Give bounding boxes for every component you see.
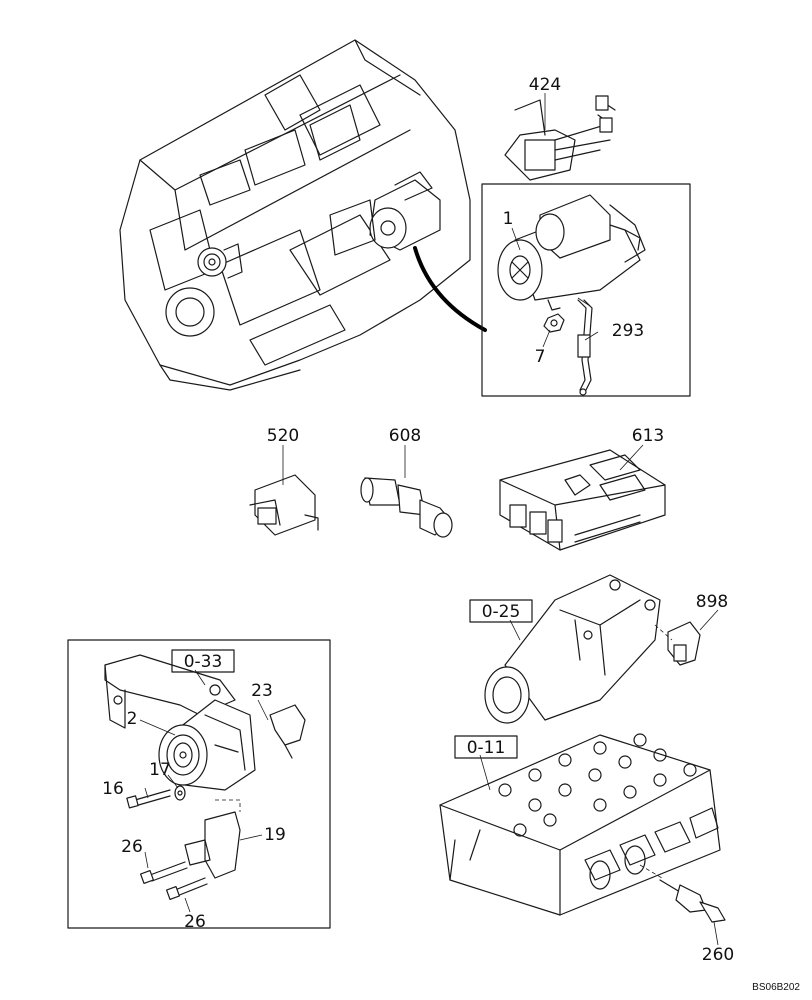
thermostat-housing-illustration	[484, 574, 661, 724]
label-26-upper: 26	[121, 837, 143, 857]
sensor-520-illustration	[249, 474, 319, 536]
washer-17-illustration	[174, 785, 186, 801]
label-293: 293	[612, 321, 644, 341]
ref-label-0-11: 0-11	[467, 738, 506, 758]
relay-424-illustration	[504, 95, 616, 181]
starter-motor-illustration	[497, 194, 646, 311]
ref-label-0-25: 0-25	[482, 602, 521, 622]
bolt-26a-illustration	[139, 861, 188, 885]
label-613: 613	[632, 426, 664, 446]
dashed-guide	[577, 297, 591, 307]
reference-labels: 0-33 0-25 0-11	[171, 599, 533, 759]
bolt-16-illustration	[126, 789, 171, 809]
ref-box-0-11	[454, 735, 518, 759]
label-1: 1	[503, 209, 514, 229]
alternator-illustration	[158, 699, 256, 791]
leader-lines	[139, 93, 719, 946]
label-608: 608	[389, 426, 421, 446]
label-17: 17	[149, 760, 171, 780]
sensor-898-illustration	[667, 621, 701, 666]
dashed-guide-898	[654, 624, 673, 641]
label-19: 19	[264, 825, 286, 845]
ref-label-0-33: 0-33	[184, 652, 223, 672]
alternator-detail-frame	[67, 639, 331, 929]
part-number-labels: 424 1 293 7 520 608 613 898 23 2 17 16 1…	[102, 75, 734, 965]
callout-swoosh-line	[413, 246, 487, 332]
sensor-260-illustration	[659, 879, 726, 923]
bracket-23-illustration	[269, 704, 306, 759]
label-898: 898	[696, 592, 728, 612]
bolt-26b-illustration	[165, 877, 208, 901]
ref-box-0-33	[171, 649, 235, 673]
ref-box-0-25	[469, 599, 533, 623]
cable-illustration	[577, 299, 593, 396]
label-424: 424	[529, 75, 561, 95]
drawing-code: BS06B202	[752, 982, 800, 993]
ecu-613-illustration	[499, 449, 666, 551]
label-2: 2	[127, 709, 138, 729]
cylinder-head-illustration	[439, 733, 721, 916]
label-520: 520	[267, 426, 299, 446]
label-7: 7	[535, 347, 546, 367]
label-26-lower: 26	[184, 912, 206, 932]
sensor-608-illustration	[360, 477, 453, 538]
label-260: 260	[702, 945, 734, 965]
nut-illustration	[543, 313, 565, 333]
label-23: 23	[251, 681, 273, 701]
engine-assembly-illustration	[119, 39, 471, 391]
dashed-guide-260	[639, 864, 663, 879]
starter-detail-frame	[481, 183, 691, 397]
bracket-19-illustration	[184, 799, 241, 879]
alternator-bracket-illustration	[104, 654, 236, 729]
label-16: 16	[102, 779, 124, 799]
